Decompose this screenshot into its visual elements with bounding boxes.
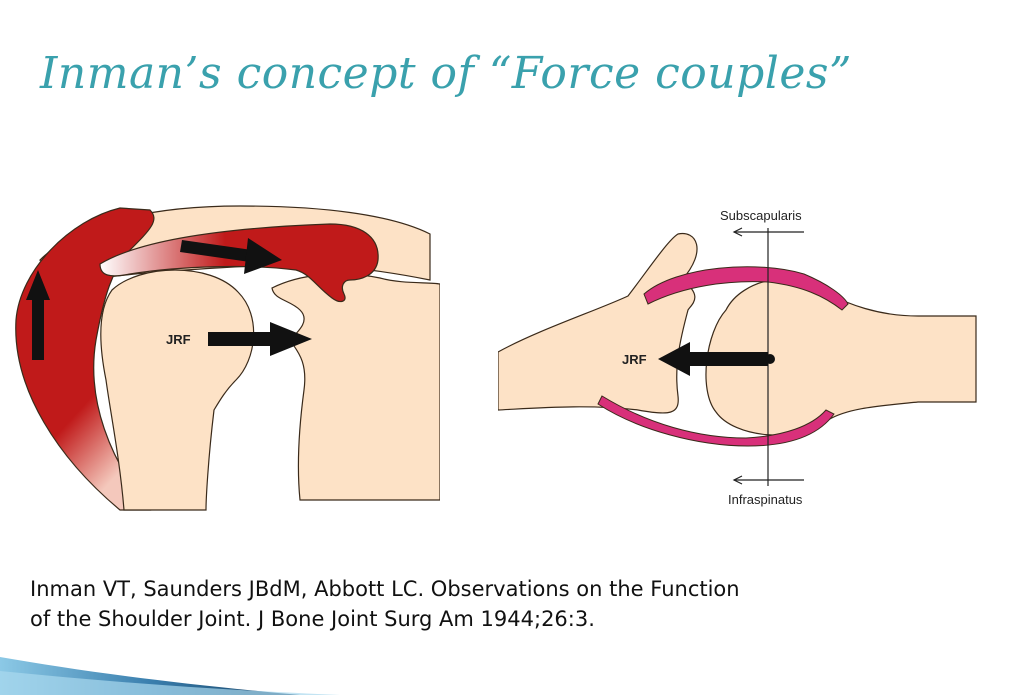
scapula-bone <box>271 273 440 501</box>
jrf-force-arrow <box>208 322 312 356</box>
left-shoulder-diagram: JRF <box>15 205 440 511</box>
deltoid-force-arrow <box>26 270 50 360</box>
citation-line-1: Inman VT, Saunders JBdM, Abbott LC. Obse… <box>30 577 740 601</box>
jrf-force-arrow-right <box>658 342 775 376</box>
citation: Inman VT, Saunders JBdM, Abbott LC. Obse… <box>30 574 740 634</box>
supraspinatus-force-arrow <box>180 238 282 274</box>
corner-swoosh-decoration <box>0 657 340 695</box>
left-jrf-label: JRF <box>166 332 191 347</box>
subscapularis-muscle <box>643 266 849 311</box>
subscapularis-label: Subscapularis <box>720 208 802 223</box>
scapula-body <box>498 232 698 414</box>
humerus-bone <box>100 269 255 511</box>
infraspinatus-direction-arrow <box>732 475 804 485</box>
citation-line-2: of the Shoulder Joint. J Bone Joint Surg… <box>30 607 595 631</box>
infraspinatus-muscle <box>597 395 835 447</box>
infraspinatus-label: Infraspinatus <box>728 492 803 507</box>
right-jrf-label: JRF <box>622 352 647 367</box>
slide-title: Inman’s concept of “Force couples” <box>40 48 852 99</box>
right-shoulder-diagram: JRF Subscapularis Infraspinatus <box>498 208 977 507</box>
supraspinatus-muscle <box>99 223 379 303</box>
subscapularis-direction-arrow <box>732 227 804 237</box>
